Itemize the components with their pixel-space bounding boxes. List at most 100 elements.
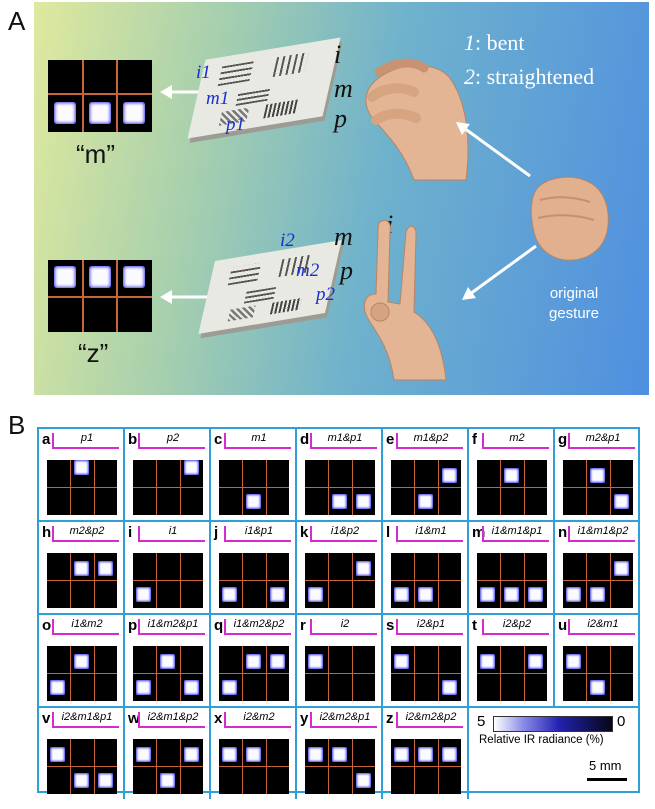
- title-marker: [482, 526, 484, 540]
- cell-title: m2: [509, 432, 525, 444]
- ir-thumbnail: [305, 460, 375, 515]
- ir-spot: [308, 587, 323, 602]
- ir-thumbnail: [477, 460, 547, 515]
- cell-letter: t: [472, 617, 477, 634]
- cell-title: i1&m2: [71, 618, 103, 630]
- cell-letter: e: [386, 431, 395, 448]
- ir-spot: [270, 654, 285, 669]
- title-underline: [310, 447, 377, 449]
- cell-letter: f: [472, 431, 477, 448]
- gesture-cell-t: t i2&p2: [469, 615, 555, 708]
- ir-thumbnail: [219, 553, 289, 608]
- cell-title: i1&m2&p2: [233, 618, 285, 630]
- ir-spot: [89, 266, 111, 288]
- ir-spot: [50, 747, 65, 762]
- ir-thumbnail: [219, 646, 289, 701]
- grid-line: [219, 673, 289, 674]
- cell-letter: g: [558, 431, 568, 448]
- cell-title: i2&p2: [502, 618, 532, 630]
- cell-title: i2&m1&p1: [61, 711, 113, 723]
- grid-line: [305, 580, 375, 581]
- grid-line: [47, 487, 117, 488]
- title-underline: [396, 447, 463, 449]
- ir-spot: [394, 587, 409, 602]
- ir-spot: [394, 747, 409, 762]
- title-marker: [396, 712, 398, 726]
- ir-spot: [246, 747, 261, 762]
- ir-spot: [394, 654, 409, 669]
- cell-title: i1&p1: [244, 525, 274, 537]
- legend-bent-number: 1: [464, 30, 475, 55]
- ir-thumbnail: [305, 739, 375, 794]
- scalebar: [587, 778, 627, 781]
- original-gesture-fist: [530, 176, 609, 261]
- original-gesture-line2: gesture: [548, 305, 600, 322]
- title-underline: [224, 540, 291, 542]
- grid-line: [219, 580, 289, 581]
- grid-line: [477, 673, 547, 674]
- ir-spot: [160, 654, 175, 669]
- title-underline: [396, 726, 463, 728]
- grid-line: [477, 487, 547, 488]
- grid-line: [305, 673, 375, 674]
- title-underline: [568, 540, 635, 542]
- cell-title: i2&m1&p2: [147, 711, 199, 723]
- cell-title: i1&m2&p1: [147, 618, 199, 630]
- ir-spot: [590, 680, 605, 695]
- ir-thumbnail: [133, 553, 203, 608]
- cell-title: i2&m2: [243, 711, 275, 723]
- grid-line: [47, 766, 117, 767]
- ir-spot: [528, 587, 543, 602]
- grid-line: [133, 673, 203, 674]
- title-marker: [396, 433, 398, 447]
- ir-spot: [308, 747, 323, 762]
- ir-spot: [308, 654, 323, 669]
- title-marker: [482, 619, 484, 633]
- ir-spot: [184, 680, 199, 695]
- ir-spot: [222, 680, 237, 695]
- title-underline: [138, 447, 205, 449]
- ir-thumbnail: [391, 646, 461, 701]
- title-underline: [482, 633, 549, 635]
- ir-spot: [54, 102, 76, 124]
- grid-line: [219, 487, 289, 488]
- ir-thumbnail: [133, 646, 203, 701]
- ir-spot: [136, 747, 151, 762]
- title-underline: [52, 726, 119, 728]
- ir-spot: [418, 494, 433, 509]
- grid-line: [391, 673, 461, 674]
- ir-spot: [74, 773, 89, 788]
- finger-label-m: m: [334, 74, 353, 103]
- ir-thumbnail: [219, 739, 289, 794]
- title-marker: [52, 712, 54, 726]
- title-underline: [310, 633, 377, 635]
- finger-label-p2: p: [340, 256, 353, 285]
- title-marker: [224, 712, 226, 726]
- title-underline: [568, 633, 635, 635]
- colorbar: [493, 716, 613, 732]
- grid-line: [391, 487, 461, 488]
- cell-letter: w: [128, 710, 140, 727]
- title-underline: [568, 447, 635, 449]
- cell-letter: z: [386, 710, 394, 727]
- title-underline: [482, 447, 549, 449]
- original-gesture-label: original gesture: [534, 284, 614, 324]
- cell-letter: y: [300, 710, 309, 727]
- ir-thumbnail: [305, 646, 375, 701]
- grid-line: [563, 487, 633, 488]
- fist-to-straight-arrow: [462, 244, 537, 300]
- cell-letter: k: [300, 524, 309, 541]
- title-marker: [568, 433, 570, 447]
- ir-spot: [332, 747, 347, 762]
- ir-spot: [566, 654, 581, 669]
- cell-letter: c: [214, 431, 223, 448]
- cell-letter: l: [386, 524, 391, 541]
- legend-straightened-number: 2: [464, 64, 475, 89]
